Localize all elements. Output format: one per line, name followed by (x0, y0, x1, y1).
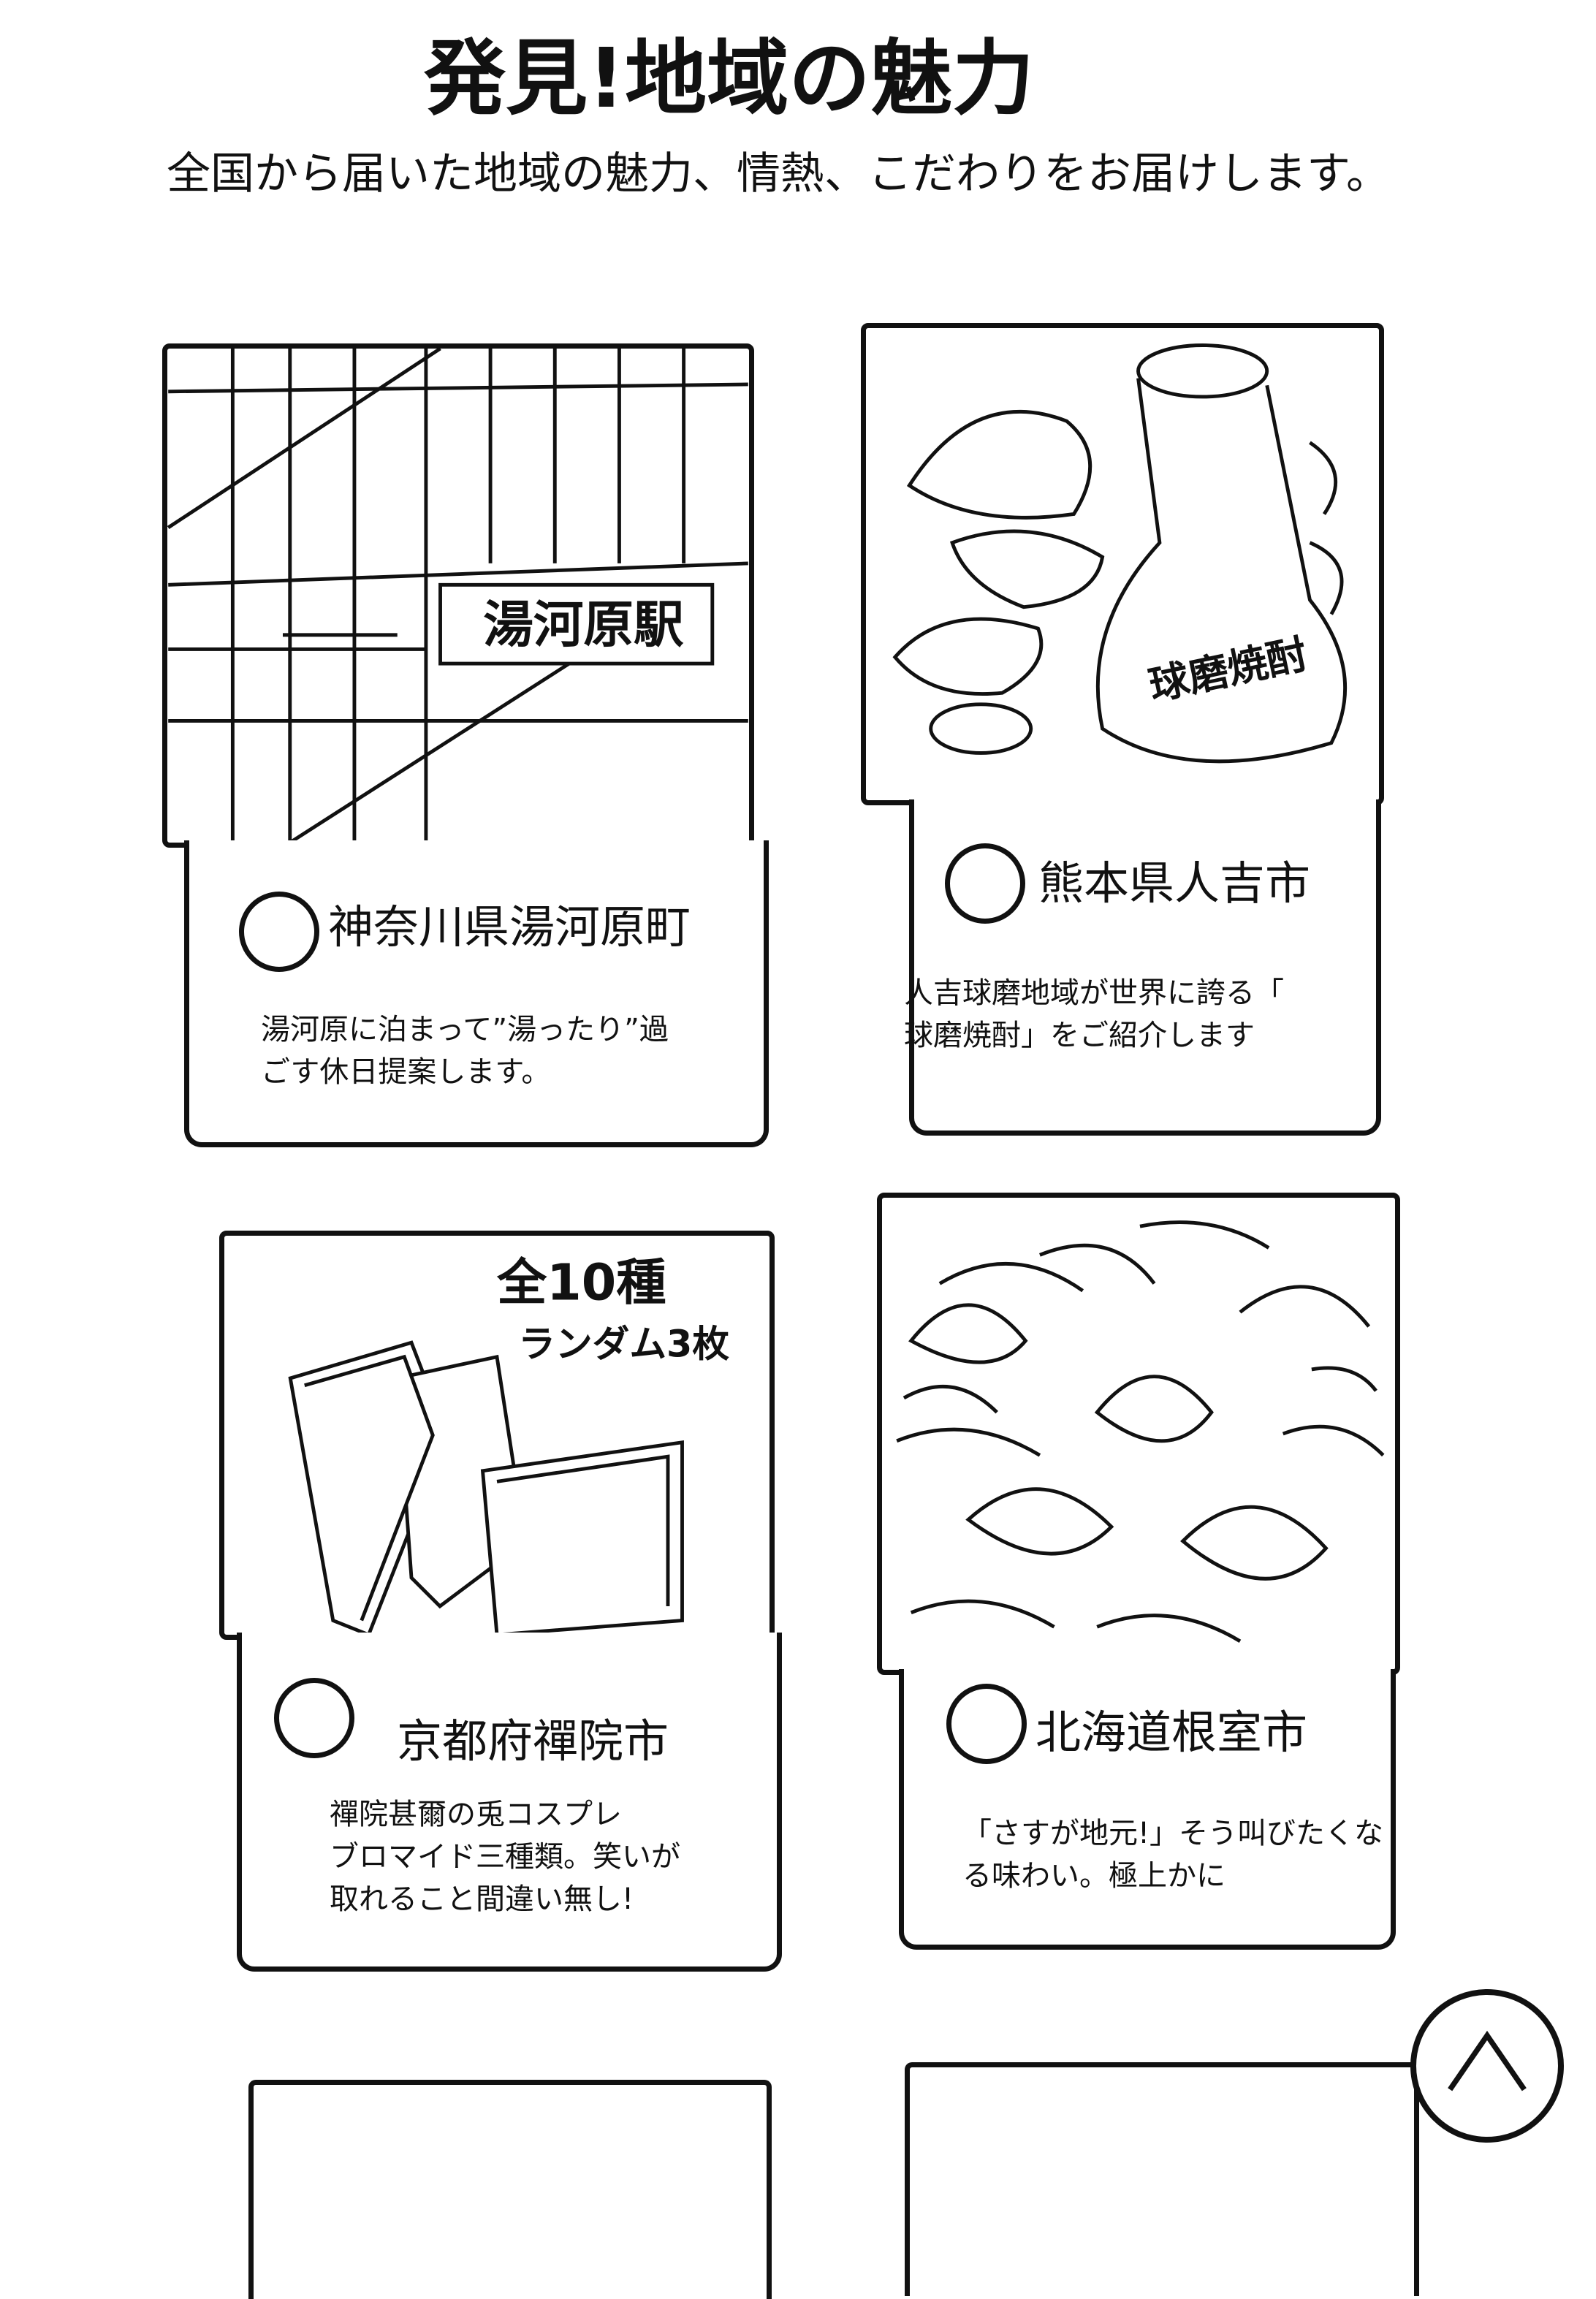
card-body-hitoyoshi: 熊本県人吉市 人吉球磨地域が世界に誇る「 球磨焼酎」をご紹介します (904, 799, 1381, 1136)
photo-cards-sketch-icon: 全10種 ランダム3枚 (288, 1255, 729, 1635)
circle-marker-icon (946, 1684, 1027, 1764)
circle-marker-icon (945, 843, 1025, 924)
card-body-yugawara: 神奈川県湯河原町 湯河原に泊まって”湯ったり”過 ごす休日提案します。 (184, 840, 769, 1147)
card-description: 「さすが地元!」そう叫びたくな る味わい。極上かに (962, 1817, 1384, 1893)
shochu-bottle-sketch-icon: 球磨焼酎 (892, 343, 1348, 764)
crab-sketch-icon (896, 1220, 1385, 1643)
card-body-zenin: 京都府禪院市 禪院甚爾の兎コスプレ ブロマイド三種類。笑いが 取れること間違い無… (237, 1633, 782, 1972)
card-image-station: 湯河原駅 (162, 343, 754, 848)
card-image-crab (877, 1193, 1400, 1675)
card-image-bromides: 全10種 ランダム3枚 (219, 1231, 775, 1640)
svg-text:ランダム3枚: ランダム3枚 (518, 1323, 729, 1366)
chevron-up-icon (1448, 2030, 1527, 2091)
station-sketch-icon: 湯河原駅 (167, 349, 748, 843)
back-to-top-button[interactable] (1410, 1989, 1564, 2143)
circle-marker-icon (274, 1678, 354, 1758)
region-card-placeholder-right[interactable] (905, 2062, 1419, 2296)
card-description: 湯河原に泊まって”湯ったり”過 ごす休日提案します。 (261, 1013, 669, 1089)
card-place-name: 北海道根室市 (1036, 1706, 1308, 1759)
svg-text:全10種: 全10種 (496, 1255, 666, 1312)
card-place-name: 熊本県人吉市 (1038, 856, 1311, 910)
card-description: 人吉球磨地域が世界に誇る「 球磨焼酎」をご紹介します (904, 976, 1284, 1052)
page-title: 発見!地域の魅力 (424, 31, 1035, 126)
svg-text:球磨焼酎: 球磨焼酎 (1145, 631, 1312, 710)
card-description: 禪院甚爾の兎コスプレ ブロマイド三種類。笑いが 取れること間違い無し! (330, 1798, 680, 1916)
circle-marker-icon (239, 892, 319, 972)
card-image-shochu: 球磨焼酎 (861, 323, 1384, 805)
card-place-name: 神奈川県湯河原町 (328, 900, 691, 954)
page-subtitle: 全国から届いた地域の魅力、情熱、こだわりをお届けします。 (167, 148, 1390, 200)
region-card-placeholder-left[interactable] (248, 2080, 772, 2299)
card-place-name: 京都府禪院市 (397, 1714, 669, 1768)
svg-text:湯河原駅: 湯河原駅 (483, 596, 684, 655)
card-body-nemuro: 北海道根室市 「さすが地元!」そう叫びたくな る味わい。極上かに (899, 1669, 1396, 1950)
